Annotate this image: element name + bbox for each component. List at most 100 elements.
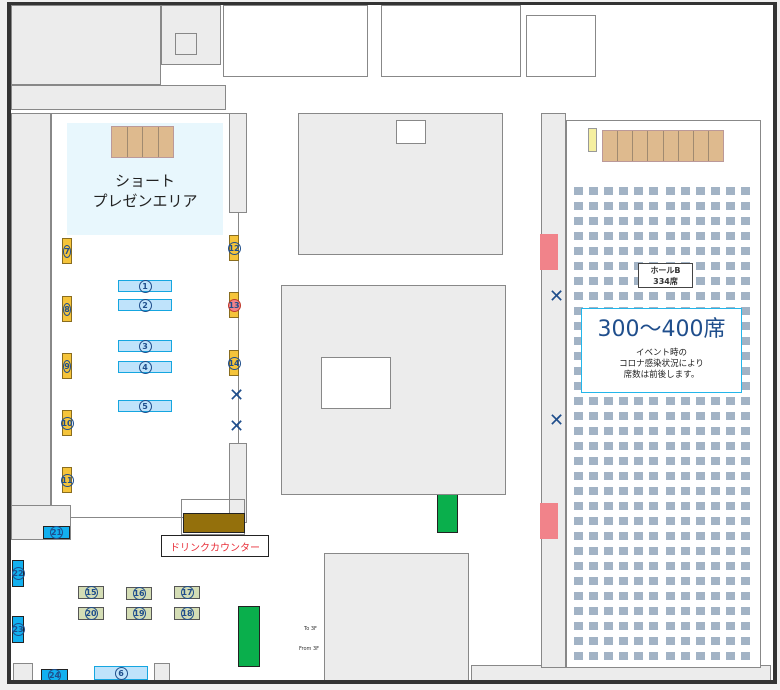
closed-door-x-icon: ✕ <box>549 410 565 431</box>
booth-24[interactable]: 24 <box>41 668 68 680</box>
seat <box>634 247 643 255</box>
booth-8[interactable]: 8 <box>62 296 72 322</box>
seat <box>649 457 658 465</box>
seat <box>604 502 613 510</box>
floor-map: ショート プレゼンエリア 1 2 3 4 5 6 7 8 9 10 11 12 … <box>7 2 777 684</box>
booth-5[interactable]: 5 <box>118 399 172 413</box>
booth-number: 9 <box>63 359 71 373</box>
seat <box>726 652 735 660</box>
seat <box>589 412 598 420</box>
booth-number: 4 <box>138 360 152 374</box>
seat <box>619 577 628 585</box>
seat <box>604 202 613 210</box>
seat <box>741 397 750 405</box>
booth-12[interactable]: 12 <box>227 235 241 261</box>
seat <box>696 217 705 225</box>
seat <box>741 337 750 345</box>
seat <box>696 517 705 525</box>
booth-19[interactable]: 19 <box>126 607 152 620</box>
seat <box>574 202 583 210</box>
capacity-info-box: 300～400席 イベント時の コロナ感染状況により 席数は前後します。 <box>581 308 742 393</box>
seat <box>741 442 750 450</box>
seat <box>619 637 628 645</box>
seat <box>741 202 750 210</box>
seat <box>649 622 658 630</box>
booth-number: 15 <box>84 586 98 599</box>
booth-16[interactable]: 16 <box>126 587 152 600</box>
capacity-note: イベント時の <box>635 348 687 358</box>
booth-21[interactable]: 21 <box>43 526 70 539</box>
drink-counter[interactable] <box>183 513 245 533</box>
seat <box>666 547 675 555</box>
booth-11[interactable]: 11 <box>60 467 74 493</box>
seat <box>619 397 628 405</box>
seat <box>681 652 690 660</box>
seat <box>741 427 750 435</box>
seat <box>666 532 675 540</box>
seat <box>681 217 690 225</box>
seat <box>681 547 690 555</box>
booth-13[interactable]: 13 <box>227 292 241 318</box>
seat <box>711 562 720 570</box>
seat <box>696 562 705 570</box>
booth-number: 10 <box>60 416 74 430</box>
seat <box>681 427 690 435</box>
seat <box>711 472 720 480</box>
booth-10[interactable]: 10 <box>60 410 74 436</box>
booth-15[interactable]: 15 <box>78 586 104 599</box>
seat <box>589 262 598 270</box>
booth-14[interactable]: 14 <box>227 350 241 376</box>
booth-7[interactable]: 7 <box>62 238 72 264</box>
hall-name: ホールB <box>650 266 681 275</box>
seat <box>589 397 598 405</box>
seat <box>741 382 750 390</box>
booth-9[interactable]: 9 <box>62 353 72 379</box>
seat <box>604 262 613 270</box>
seat <box>649 292 658 300</box>
booth-1[interactable]: 1 <box>118 279 172 293</box>
seat <box>666 397 675 405</box>
seat <box>696 592 705 600</box>
seat <box>696 202 705 210</box>
seat <box>741 262 750 270</box>
booth-number: 23 <box>11 623 25 636</box>
booth-18[interactable]: 18 <box>174 607 200 620</box>
seat <box>574 427 583 435</box>
seat <box>604 412 613 420</box>
booth-17[interactable]: 17 <box>174 586 200 599</box>
booth-20[interactable]: 20 <box>78 607 104 620</box>
seat <box>681 517 690 525</box>
seat <box>696 232 705 240</box>
seat <box>726 262 735 270</box>
seat <box>666 622 675 630</box>
seat <box>619 247 628 255</box>
seat <box>681 442 690 450</box>
seat <box>681 562 690 570</box>
seat <box>589 277 598 285</box>
seat <box>696 292 705 300</box>
booth-6[interactable]: 6 <box>94 666 148 680</box>
seat <box>589 622 598 630</box>
seat <box>634 472 643 480</box>
capacity-note: コロナ感染状況により <box>619 359 704 369</box>
restroom <box>223 5 368 77</box>
seat <box>589 562 598 570</box>
seat <box>574 337 583 345</box>
seat <box>741 322 750 330</box>
booth-4[interactable]: 4 <box>118 360 172 374</box>
seat <box>666 217 675 225</box>
seat <box>619 262 628 270</box>
booth-22[interactable]: 22 <box>11 560 25 587</box>
seat <box>711 652 720 660</box>
seat <box>741 292 750 300</box>
booth-2[interactable]: 2 <box>118 298 172 312</box>
seat <box>741 472 750 480</box>
seat <box>619 502 628 510</box>
seat <box>711 577 720 585</box>
seat <box>574 607 583 615</box>
booth-23[interactable]: 23 <box>11 616 25 643</box>
booth-3[interactable]: 3 <box>118 339 172 353</box>
green-zone[interactable] <box>238 606 260 667</box>
wall-block <box>541 113 566 668</box>
wall-block <box>154 663 170 680</box>
